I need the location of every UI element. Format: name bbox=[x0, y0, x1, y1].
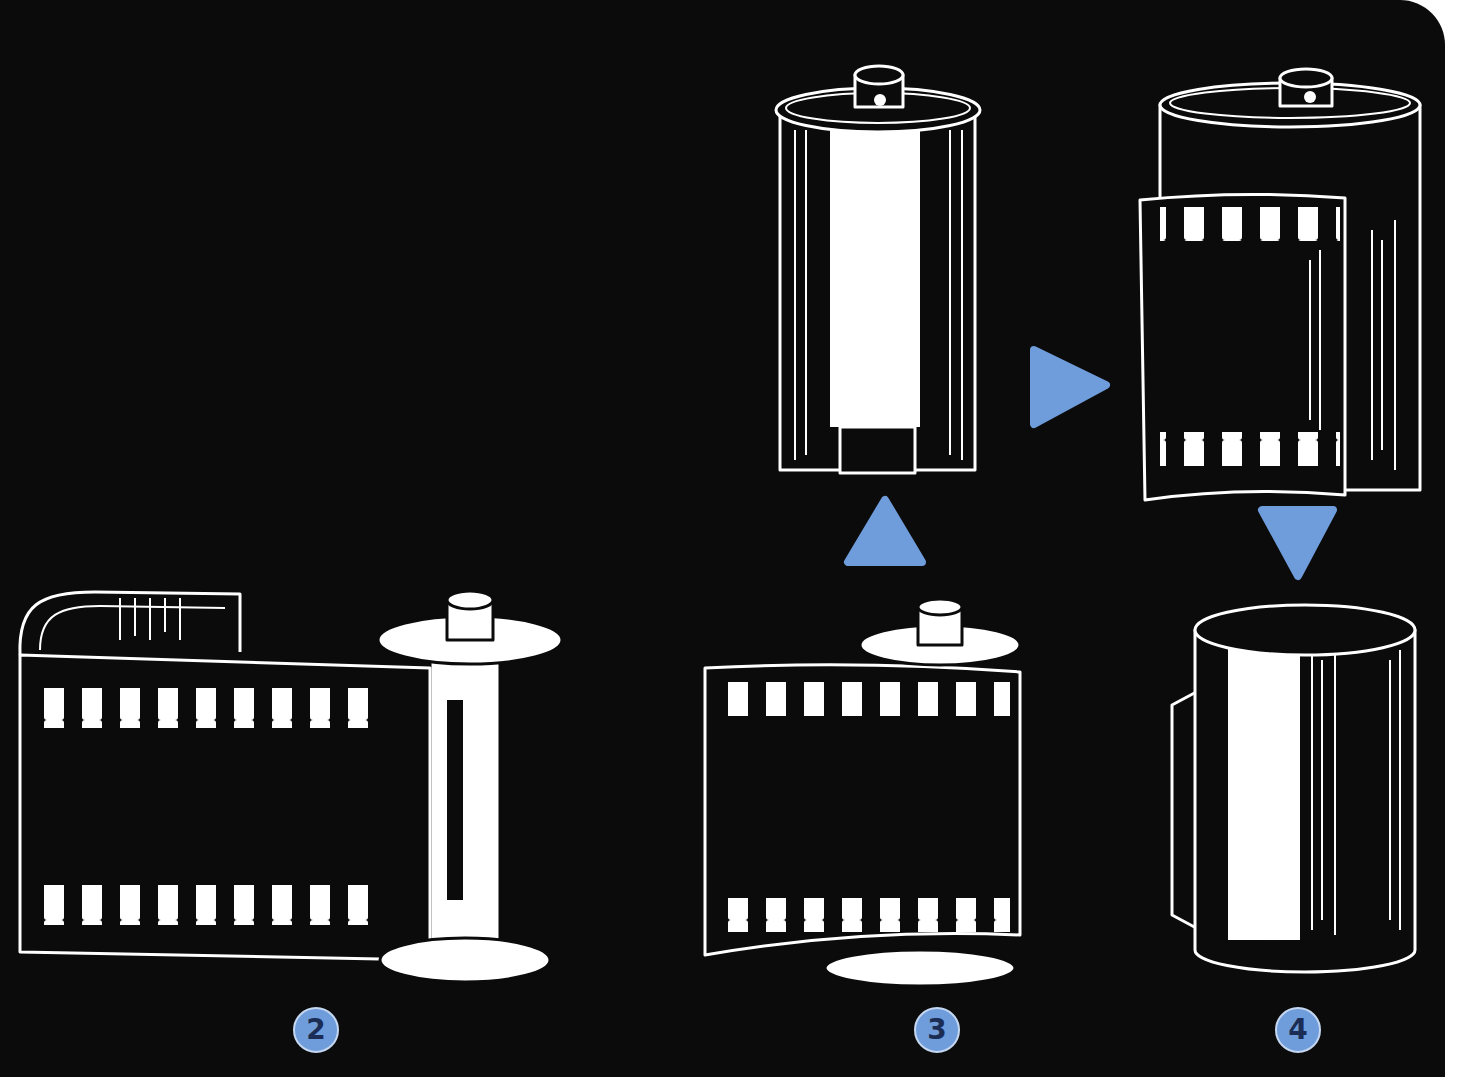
arrow-down bbox=[1262, 510, 1333, 576]
spool-knob-top bbox=[447, 591, 493, 609]
film-strip bbox=[20, 655, 430, 960]
shell-lines bbox=[1372, 220, 1395, 470]
cassette-lines bbox=[1312, 650, 1400, 935]
film-texture bbox=[120, 598, 180, 640]
shell-highlight bbox=[830, 122, 920, 427]
spool-flange bbox=[380, 938, 550, 982]
spool-slot bbox=[447, 700, 463, 900]
knob-pin bbox=[874, 94, 886, 106]
film-entering-shell bbox=[1140, 69, 1420, 500]
callout-circles bbox=[294, 1008, 1320, 1052]
callout-number: 3 bbox=[915, 1008, 959, 1052]
callout-number: 2 bbox=[294, 1008, 338, 1052]
shell-lines bbox=[795, 130, 962, 460]
shell-knob-top bbox=[1280, 69, 1332, 87]
shell-slot bbox=[840, 427, 915, 473]
film-curl bbox=[20, 592, 240, 655]
knob-pin bbox=[1304, 91, 1316, 103]
arrow-right bbox=[1034, 350, 1106, 424]
callout-circle bbox=[915, 1008, 959, 1052]
sprocket-holes bbox=[1160, 207, 1340, 241]
sprocket-holes bbox=[1160, 432, 1340, 466]
film-wrap bbox=[1140, 194, 1345, 500]
shell-body bbox=[780, 110, 975, 470]
shell-cap bbox=[776, 88, 980, 132]
direction-arrows bbox=[848, 350, 1333, 576]
film-texture bbox=[1310, 250, 1320, 430]
callout-number: 4 bbox=[1276, 1008, 1320, 1052]
callout-circle bbox=[294, 1008, 338, 1052]
film-curl-inner bbox=[40, 606, 225, 650]
cassette-top bbox=[1195, 605, 1415, 655]
arrow-up bbox=[848, 500, 922, 562]
shell-knob-top bbox=[855, 66, 903, 84]
spool-flange bbox=[825, 950, 1015, 986]
callout-circle bbox=[1276, 1008, 1320, 1052]
closed-cassette bbox=[1172, 605, 1415, 972]
sprocket-holes bbox=[720, 682, 1010, 716]
spool-knob-top bbox=[918, 599, 962, 615]
cassette-highlight bbox=[1228, 645, 1300, 940]
spool-core bbox=[430, 640, 500, 960]
film-and-spool bbox=[20, 591, 562, 982]
cassette-shell bbox=[776, 66, 980, 473]
cassette-hole bbox=[1258, 943, 1286, 953]
sprocket-holes bbox=[30, 688, 380, 728]
cassette-body bbox=[1195, 630, 1415, 972]
film-wound-spool bbox=[705, 599, 1020, 986]
sprocket-holes bbox=[30, 885, 380, 925]
wound-film bbox=[705, 665, 1020, 955]
sprocket-holes bbox=[720, 898, 1010, 932]
